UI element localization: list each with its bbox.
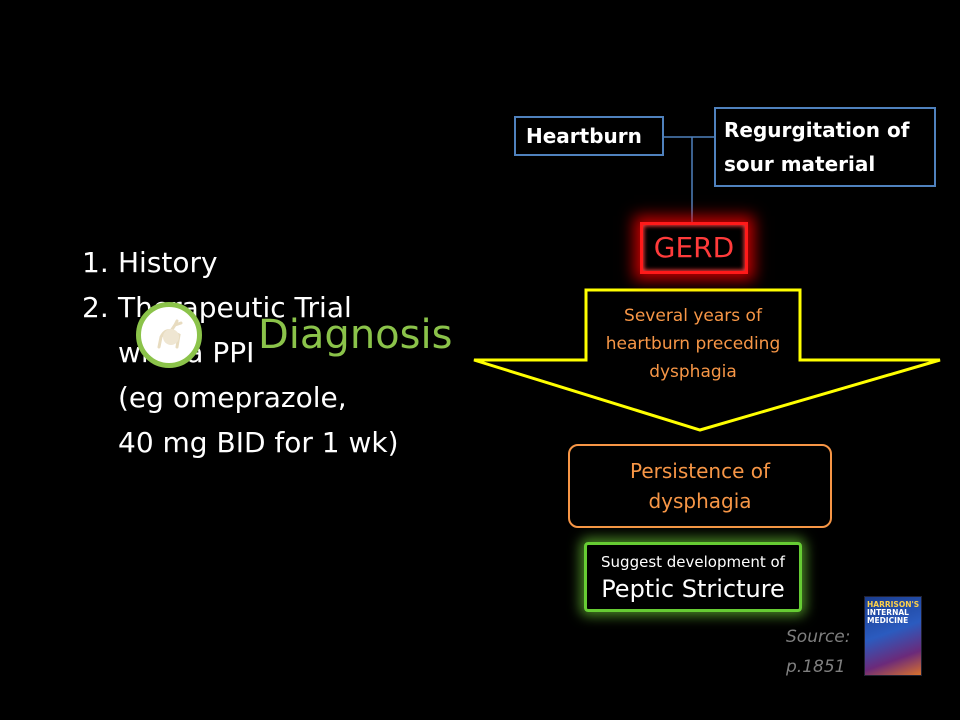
list-item: 1. History [82,240,442,285]
heartburn-box: Heartburn [514,116,664,156]
list-number: 2. [82,291,109,324]
book-title-line: MEDICINE [867,616,909,625]
arrow-line: heartburn preceding [605,334,781,354]
book-title-line: HARRISON'S [867,600,920,609]
regurgitation-box: Regurgitation of sour material [714,107,936,187]
box-line: Persistence of [629,459,771,483]
list-number: 1. [82,246,109,279]
persistence-box: Persistence of dysphagia [568,444,832,528]
list-text: 40 mg BID for 1 wk) [118,426,399,459]
page-title: Diagnosis [258,312,453,358]
arrow-line: dysphagia [649,362,737,382]
box-line: dysphagia [648,489,752,513]
box-line: sour material [724,152,876,176]
arrow-label: Several years of heartburn preceding dys… [586,302,800,386]
deer-icon [145,311,193,359]
gerd-box: GERD [640,222,748,274]
arrow-line: Several years of [624,306,762,326]
book-cover-image: HARRISON'S INTERNAL MEDICINE [864,596,922,676]
list-text: (eg omeprazole, [118,381,347,414]
source-citation: Source: p.1851 [786,622,851,682]
down-arrow-shape [473,288,941,432]
box-line: Regurgitation of [724,118,910,142]
suggest-text: Suggest development of [601,553,785,571]
list-text: History [118,246,218,279]
stricture-text: Peptic Stricture [601,575,785,603]
source-label: Source: [786,627,851,647]
deer-badge-icon [136,302,202,368]
source-page: p.1851 [786,657,846,677]
peptic-stricture-box: Suggest development of Peptic Stricture [584,542,802,612]
book-title: HARRISON'S INTERNAL MEDICINE [867,601,921,625]
book-title-line: INTERNAL [867,608,909,617]
